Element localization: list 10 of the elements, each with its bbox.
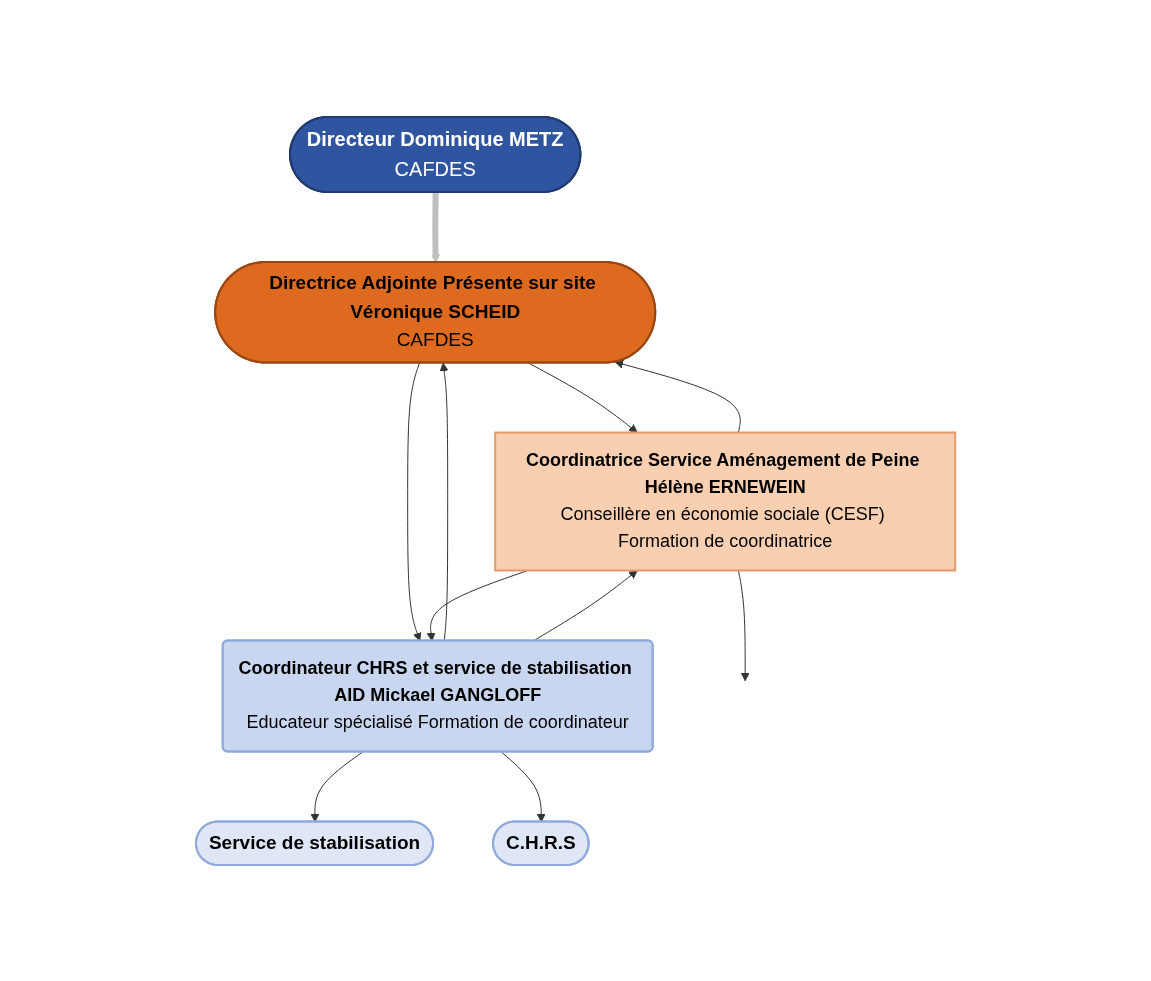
arrow bbox=[431, 191, 440, 263]
arrow bbox=[310, 751, 364, 822]
arrow bbox=[737, 569, 750, 681]
arrow bbox=[527, 362, 638, 433]
node-box: Coordinatrice Service Aménagement de Peine Hélène ERNEWEIN Conseillère en économie sociale (CESF) Formation de coordinatrice bbox=[494, 431, 957, 571]
arrow bbox=[407, 362, 422, 641]
arrow bbox=[439, 362, 449, 641]
arrow bbox=[426, 569, 529, 641]
arrow bbox=[614, 359, 741, 433]
arrow bbox=[500, 751, 546, 822]
